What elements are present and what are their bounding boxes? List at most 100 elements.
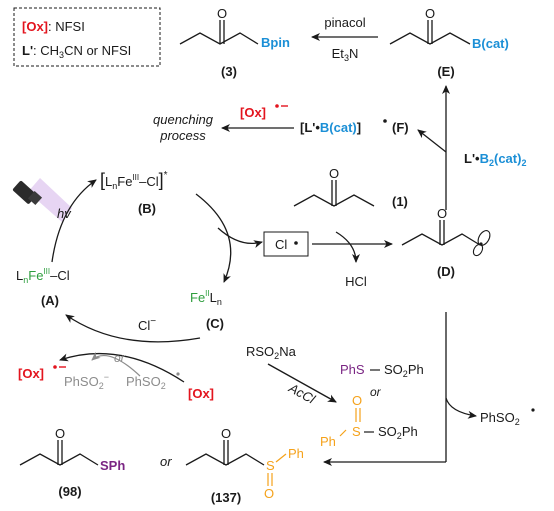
species-C-label: (C)	[206, 316, 224, 331]
b-ox: III	[132, 173, 139, 182]
compound-3-o: O	[217, 6, 227, 21]
compound-D-label: (D)	[437, 264, 455, 279]
f-bcat: B(cat)	[320, 120, 357, 135]
cl-minus: Cl−	[138, 316, 156, 333]
ox-bottom: [Ox]	[188, 386, 214, 401]
species-B: [LnFeIII–Cl]*	[100, 170, 168, 191]
l-b2cat2-a: L'•	[464, 151, 480, 166]
hcl-label: HCl	[345, 274, 367, 289]
legend-l-value-b: CN or NFSI	[64, 43, 131, 58]
hcl-release-arrow	[335, 231, 360, 263]
compound-3-label: (3)	[221, 64, 237, 79]
phs-label: PhS	[340, 362, 365, 377]
or-middle: or	[370, 385, 382, 399]
compound-137-ph: Ph	[288, 446, 304, 461]
compound-137-label: (137)	[211, 490, 241, 505]
acci-label: AcCl	[285, 380, 318, 407]
compound-3	[179, 20, 259, 45]
et3n-a: Et	[332, 46, 345, 61]
compound-3-bpin: Bpin	[261, 35, 290, 50]
compound-137-s-ph-bond	[275, 453, 287, 463]
svg-text:Et3N: Et3N	[332, 46, 359, 63]
cl-radical-dot	[294, 241, 298, 245]
compound-98	[19, 440, 99, 466]
phso2-radical-right: PhSO2	[480, 410, 520, 427]
species-C: FeIILn	[190, 289, 222, 307]
phso2-radical-gray: PhSO2	[126, 374, 166, 391]
c-n: n	[217, 297, 222, 307]
phso2-oxidation-arrow	[91, 351, 141, 377]
svg-text:[L'•B(cat)]: [L'•B(cat)]	[300, 120, 361, 135]
c-Fe: Fe	[190, 290, 205, 305]
f-label: (F)	[392, 120, 409, 135]
svg-text:L': CH3CN or NFSI: L': CH3CN or NFSI	[22, 43, 131, 60]
compound-137-o-bottom: O	[264, 486, 274, 501]
a-L: L	[16, 268, 23, 283]
f-close: ]	[357, 120, 361, 135]
compound-137-o: O	[221, 426, 231, 441]
ph-s-bond	[339, 429, 347, 437]
a-Fe: Fe	[28, 268, 43, 283]
compound-98-o: O	[55, 426, 65, 441]
pinacol-label: pinacol	[324, 15, 365, 30]
ox-reduction-arrow	[59, 352, 185, 383]
b-to-c-arrow	[195, 193, 232, 283]
quench-line-2: process	[159, 128, 206, 143]
l-b2cat2-b: B	[480, 151, 489, 166]
compound-1-o: O	[329, 166, 339, 181]
compound-E-label: (E)	[437, 64, 454, 79]
s-orange: S	[352, 424, 361, 439]
legend-l-value-a: : CH	[33, 43, 59, 58]
ox-radical-anion-bottom: [Ox]	[18, 366, 44, 381]
legend-l-key: L'	[22, 43, 33, 58]
species-A-label: (A)	[41, 293, 59, 308]
b-Fe: Fe	[117, 174, 132, 189]
et3n-b: N	[349, 46, 358, 61]
l-b2cat2-c: (cat)	[494, 151, 521, 166]
lamp-icon	[12, 178, 72, 222]
legend-ox-value: : NFSI	[48, 19, 85, 34]
o-orange-top: O	[352, 393, 362, 408]
svg-text:[Ox]: NFSI: [Ox]: NFSI	[22, 19, 85, 34]
legend-box: [Ox]: NFSI L': CH3CN or NFSI	[13, 7, 161, 67]
compound-E	[389, 20, 471, 45]
et3n-sub: 3	[344, 53, 349, 63]
quench-line-1: quenching	[153, 112, 214, 127]
cl-radical-box	[263, 231, 309, 257]
to-f-arrow	[417, 129, 447, 153]
compound-98-sph: SPh	[100, 458, 125, 473]
a-to-b-arrow	[51, 179, 97, 263]
compound-98-label: (98)	[58, 484, 81, 499]
phso2-release-arrow	[445, 397, 477, 419]
f-open: [L'•	[300, 120, 320, 135]
c-ox: II	[205, 289, 209, 298]
ox-radical-dot-bottom	[53, 365, 57, 369]
cl-radical-text: Cl	[275, 237, 287, 252]
f-radical-dot	[383, 119, 387, 123]
cl-radical-release-arrow	[217, 227, 263, 248]
compound-D	[401, 220, 481, 246]
svg-text:L'•B2(cat)2: L'•B2(cat)2	[464, 151, 526, 168]
p-orbital-icon	[472, 230, 491, 257]
ox-radical-dot-top	[275, 104, 279, 108]
l-b2cat2-sub: 2	[489, 158, 494, 168]
compound-137	[185, 440, 265, 466]
compound-D-o: O	[437, 206, 447, 221]
phso2-anion: PhSO2−	[64, 372, 109, 391]
species-A: LnFeIII–Cl	[16, 267, 70, 285]
phso2-gray-dot	[176, 372, 180, 376]
l-b2cat2-sub2: 2	[521, 158, 526, 168]
c-to-a-arrow	[65, 314, 201, 343]
compound-137-s: S	[266, 458, 275, 473]
acci-arrow	[267, 363, 337, 403]
a-n: n	[23, 275, 28, 285]
phso2-right-dot	[531, 408, 535, 412]
legend-ox-key: [Ox]	[22, 19, 48, 34]
a-tail: –Cl	[50, 268, 70, 283]
so2ph-bottom: SO2Ph	[378, 424, 418, 441]
or-products: or	[160, 454, 172, 469]
or-gray: or	[114, 351, 126, 365]
c-L: L	[210, 290, 217, 305]
compound-E-o: O	[425, 6, 435, 21]
